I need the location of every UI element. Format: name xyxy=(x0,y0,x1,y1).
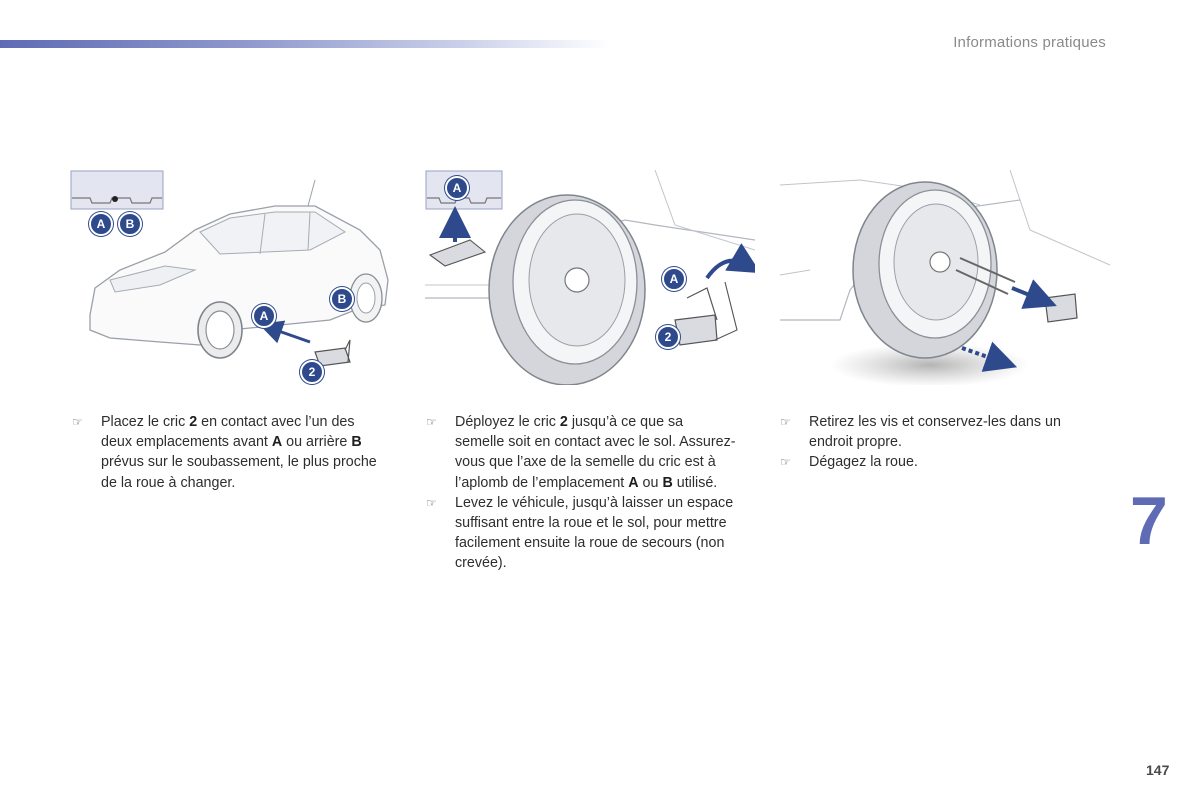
instruction-step: ☞ Dégagez la roue. xyxy=(780,452,1090,472)
illustration-jack-deployed xyxy=(425,170,755,385)
bold-reference: B xyxy=(351,434,362,451)
bold-reference: A xyxy=(271,434,283,451)
remove-wheel-drawing xyxy=(780,170,1110,385)
instruction-text: Retirez les vis et conservez-les dans un… xyxy=(809,414,1061,451)
instruction-text: Déployez le cric xyxy=(455,414,560,430)
callout-badge-a: A xyxy=(662,267,686,291)
instruction-step: ☞ Placez le cric 2 en contact avec l’un d… xyxy=(72,412,382,493)
jack-deployed-drawing xyxy=(425,170,755,385)
callout-badge-2: 2 xyxy=(300,360,324,384)
instruction-column-3: ☞ Retirez les vis et conservez-les dans u… xyxy=(780,412,1090,473)
bold-reference: A xyxy=(628,474,639,491)
instruction-step: ☞ Déployez le cric 2 jusqu’à ce que sa se… xyxy=(426,412,736,493)
pointing-hand-icon: ☞ xyxy=(72,415,83,429)
callout-badge-a: A xyxy=(445,176,469,200)
callout-badge-b: B xyxy=(330,287,354,311)
instruction-text: ou arrière xyxy=(282,434,352,451)
instruction-text: ou xyxy=(638,474,663,491)
page-number: 147 xyxy=(1146,762,1170,778)
instruction-text: en contact avec l’un des deux emplacemen… xyxy=(101,414,355,451)
instruction-column-2: ☞ Déployez le cric 2 jusqu’à ce que sa se… xyxy=(426,412,736,574)
illustration-remove-wheel xyxy=(780,170,1110,385)
illustration-car-jack-points xyxy=(70,170,400,385)
header-accent-bar xyxy=(0,40,610,48)
callout-badge-2: 2 xyxy=(656,325,680,349)
instruction-text: prévus sur le soubassement, le plus proc… xyxy=(101,454,377,491)
callout-badge-a: A xyxy=(89,212,113,236)
pointing-hand-icon: ☞ xyxy=(426,415,437,429)
chapter-number: 7 xyxy=(1130,483,1168,559)
section-title: Informations pratiques xyxy=(953,34,1106,51)
instruction-column-1: ☞ Placez le cric 2 en contact avec l’un d… xyxy=(72,412,382,493)
bold-reference: B xyxy=(662,474,673,491)
bold-reference: 2 xyxy=(559,414,568,430)
instruction-step: ☞ Retirez les vis et conservez-les dans u… xyxy=(780,412,1090,452)
instruction-text: Levez le véhicule, jusqu’à laisser un es… xyxy=(455,494,734,572)
callout-badge-a: A xyxy=(252,304,276,328)
callout-badge-b: B xyxy=(118,212,142,236)
pointing-hand-icon: ☞ xyxy=(780,455,791,470)
bold-reference: 2 xyxy=(189,414,198,430)
pointing-hand-icon: ☞ xyxy=(426,495,437,510)
instruction-text: utilisé. xyxy=(672,474,718,491)
car-jack-points-drawing xyxy=(70,170,389,367)
instruction-text: jusqu’à ce que sa semelle soit en contac… xyxy=(455,414,736,491)
instruction-step: ☞ Levez le véhicule, jusqu’à laisser un e… xyxy=(426,493,736,574)
pointing-hand-icon: ☞ xyxy=(780,415,791,429)
instruction-text: Placez le cric xyxy=(101,414,190,430)
instruction-text: Dégagez la roue. xyxy=(809,454,918,471)
